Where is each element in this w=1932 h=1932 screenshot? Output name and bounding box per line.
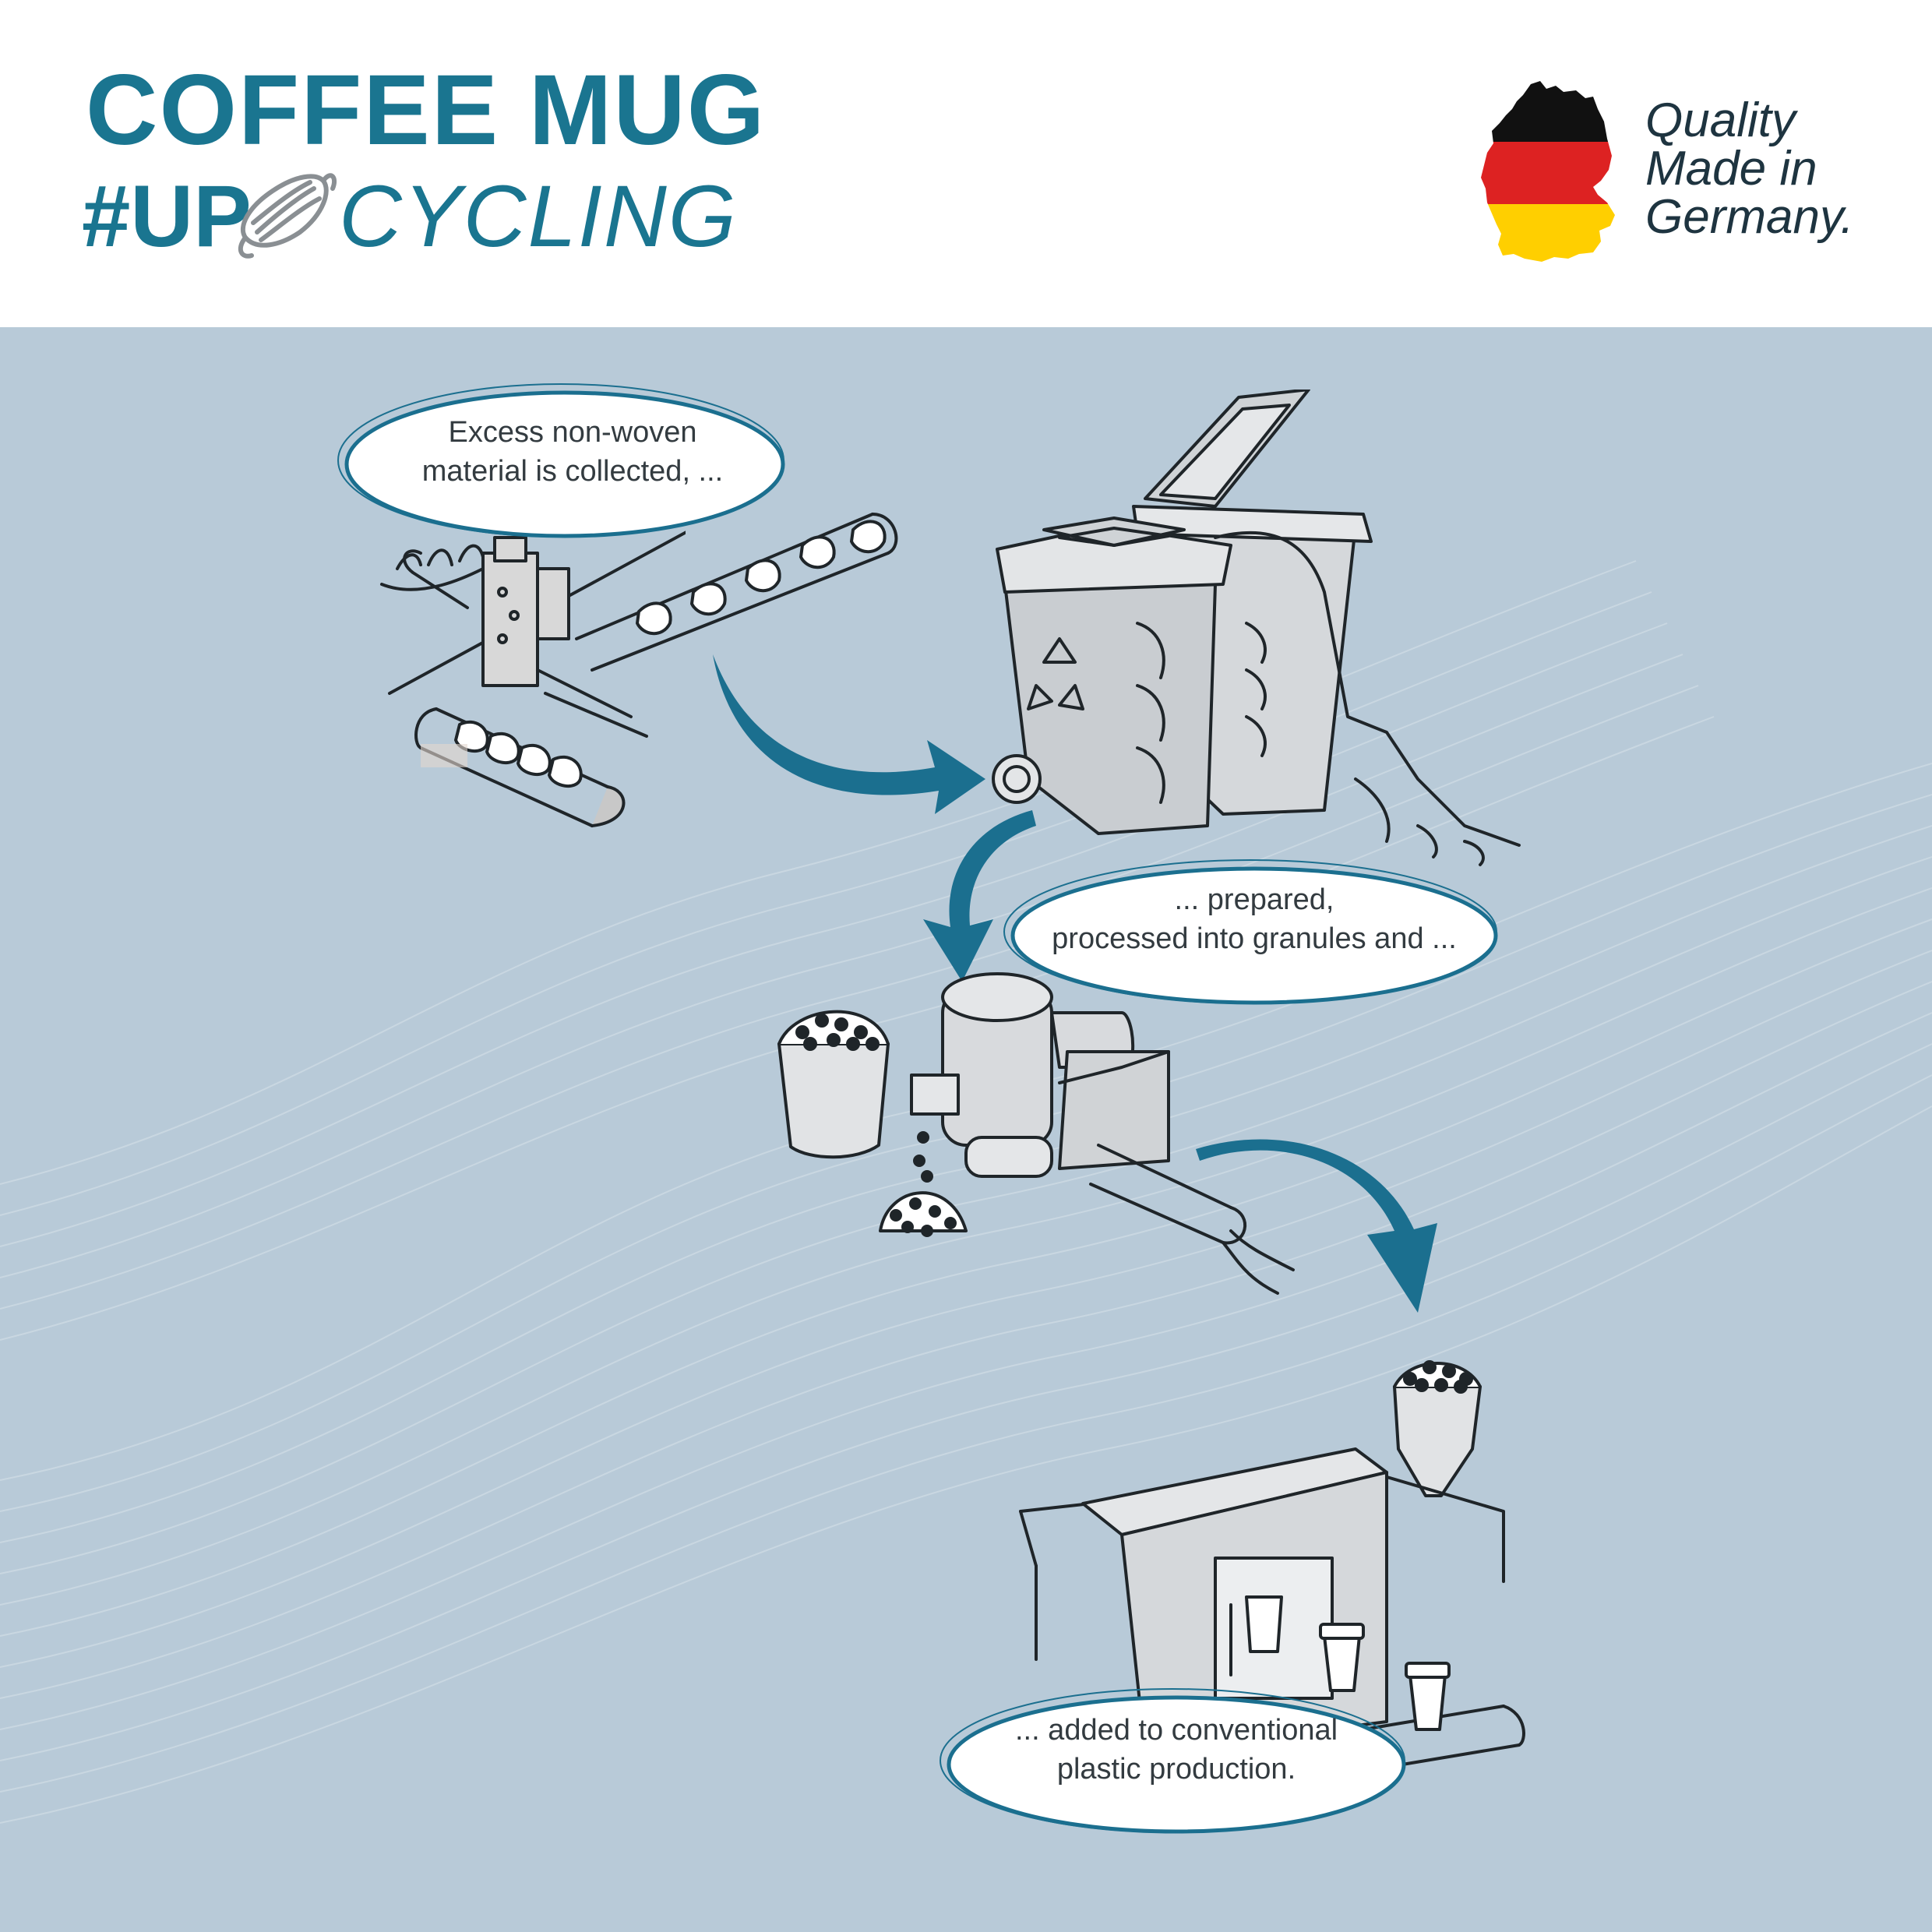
step1-caption-line2: material is collected, ... [421,455,724,488]
header: COFFEE MUG #UP CYCLING [0,0,1932,327]
title-prefix: #UP [82,167,252,265]
title-upcycling: #UP [82,173,252,260]
arrow-to-bins [713,654,985,814]
step1-caption-line1: Excess non-woven [448,416,697,449]
arrow-to-production [1196,1139,1437,1313]
quality-line3: Germany. [1645,190,1854,244]
title-coffee-mug: COFFEE MUG [86,55,767,166]
speech-bubble-2 [1003,859,1498,1005]
quality-line2: Made in [1645,142,1817,196]
quality-line1: Quality [1645,93,1796,147]
speech-bubble-3 [940,1688,1406,1834]
step2-caption-line2: processed into granules and ... [1052,922,1457,955]
granulator-machine-illustration [777,972,1295,1295]
step3-caption-line2: plastic production. [1056,1753,1296,1786]
step3-caption-line1: ... added to conventional [1014,1714,1338,1747]
mask-production-machine-illustration [380,531,686,827]
process-panel: Excess non-woven material is collected, … [0,327,1932,1932]
injection-moulding-machine-illustration [1019,1360,1525,1793]
step1-caption: Excess non-woven material is collected, … [390,413,756,491]
arrow-to-granulator [923,810,1036,982]
title-suffix-wrapper: CYCLING [339,173,738,260]
quality-made-in-germany: Quality Made in Germany. [1645,97,1854,242]
mask-conveyor-upper-illustration [575,513,898,672]
germany-flag-map-icon [1481,81,1615,262]
title-suffix: CYCLING [339,167,738,265]
step2-caption: ... prepared, processed into granules an… [1028,880,1480,958]
step2-caption-line1: ... prepared, [1174,883,1334,916]
recycling-bins-illustration [992,390,1521,866]
speech-bubble-1 [337,383,785,538]
face-mask-icon [238,173,337,259]
step3-caption: ... added to conventional plastic produc… [970,1711,1383,1789]
